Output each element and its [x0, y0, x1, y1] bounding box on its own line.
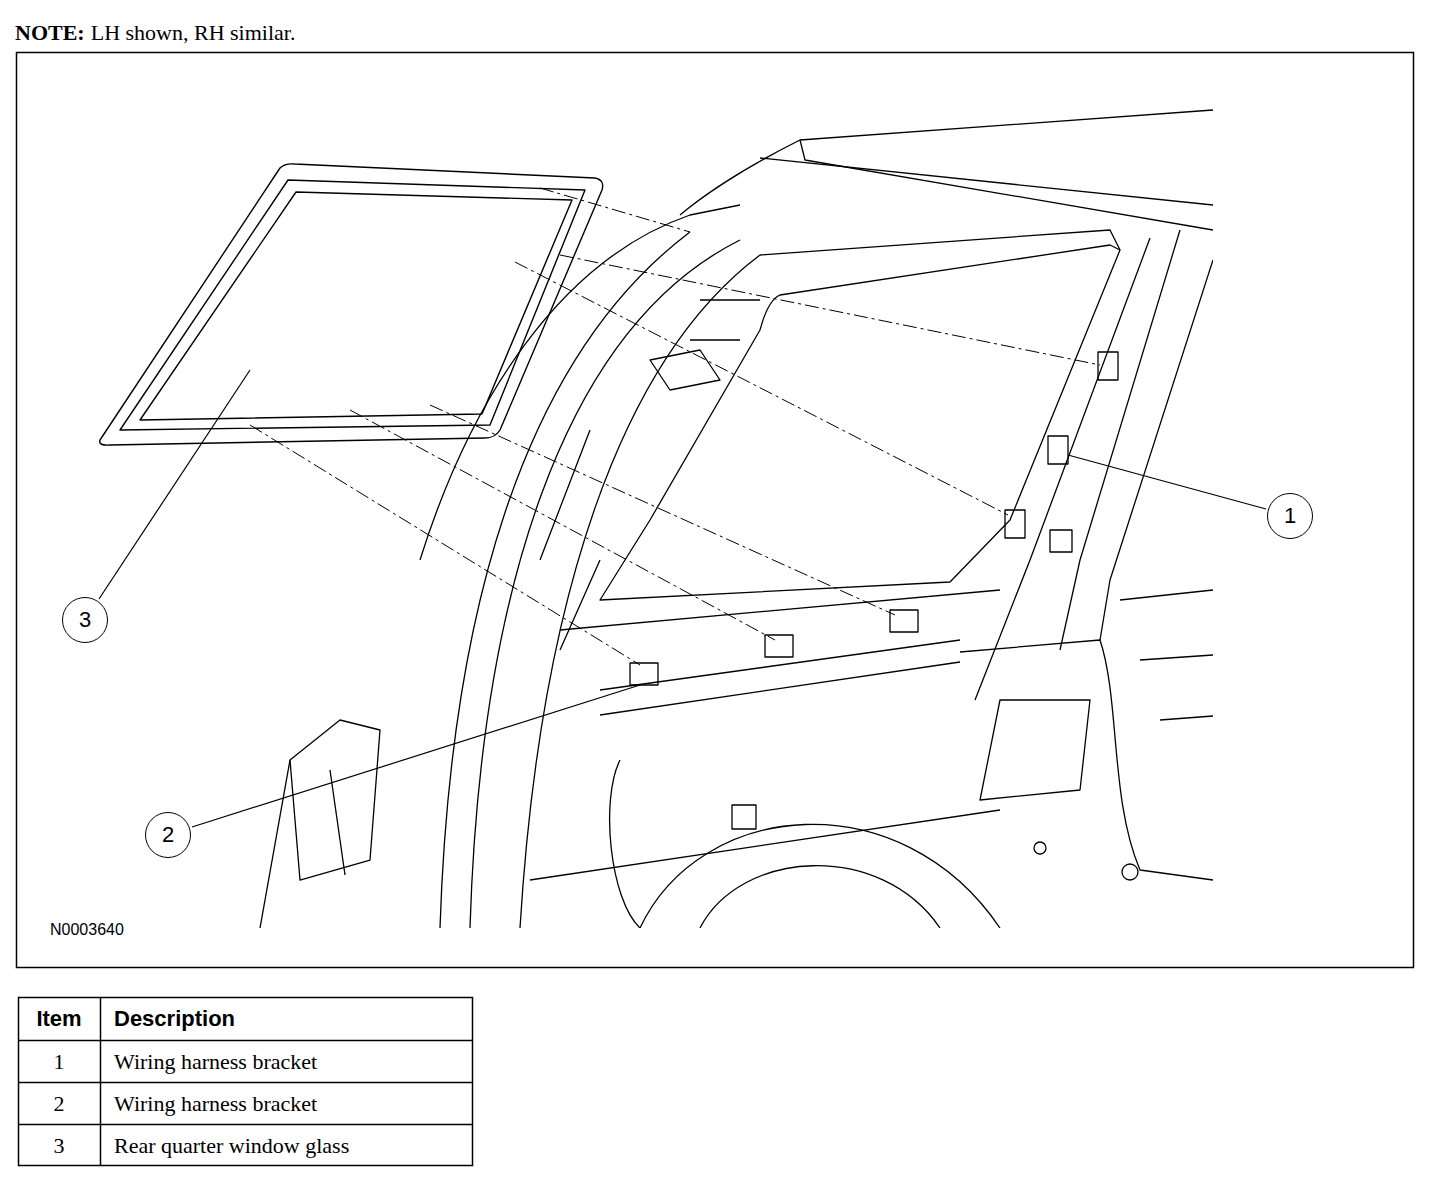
- table-header: Item: [18, 998, 100, 1040]
- table-cell: 1: [18, 1041, 100, 1082]
- note-label: NOTE:: [15, 20, 85, 46]
- callout-text: 2: [162, 824, 174, 846]
- table-cell: Rear quarter window glass: [114, 1125, 349, 1166]
- callout-number: 1: [1267, 493, 1313, 539]
- table-grid: [18, 997, 473, 1166]
- callout-text: 1: [1284, 505, 1296, 527]
- note-text: LH shown, RH similar.: [91, 20, 296, 46]
- table-cell: 2: [18, 1083, 100, 1124]
- leader-line: [99, 370, 1266, 827]
- alignment-line: [250, 188, 1100, 665]
- table-cell: Wiring harness bracket: [114, 1041, 317, 1082]
- table-cell: Wiring harness bracket: [114, 1083, 317, 1124]
- frame: [17, 53, 1414, 968]
- table-header: Description: [114, 998, 235, 1040]
- table-cell: 3: [18, 1125, 100, 1166]
- callout-text: 3: [79, 609, 91, 631]
- window-glass: [100, 164, 603, 445]
- callout-number: 2: [145, 812, 191, 858]
- callout-number: 3: [62, 597, 108, 643]
- figure-number: N0003640: [50, 920, 124, 939]
